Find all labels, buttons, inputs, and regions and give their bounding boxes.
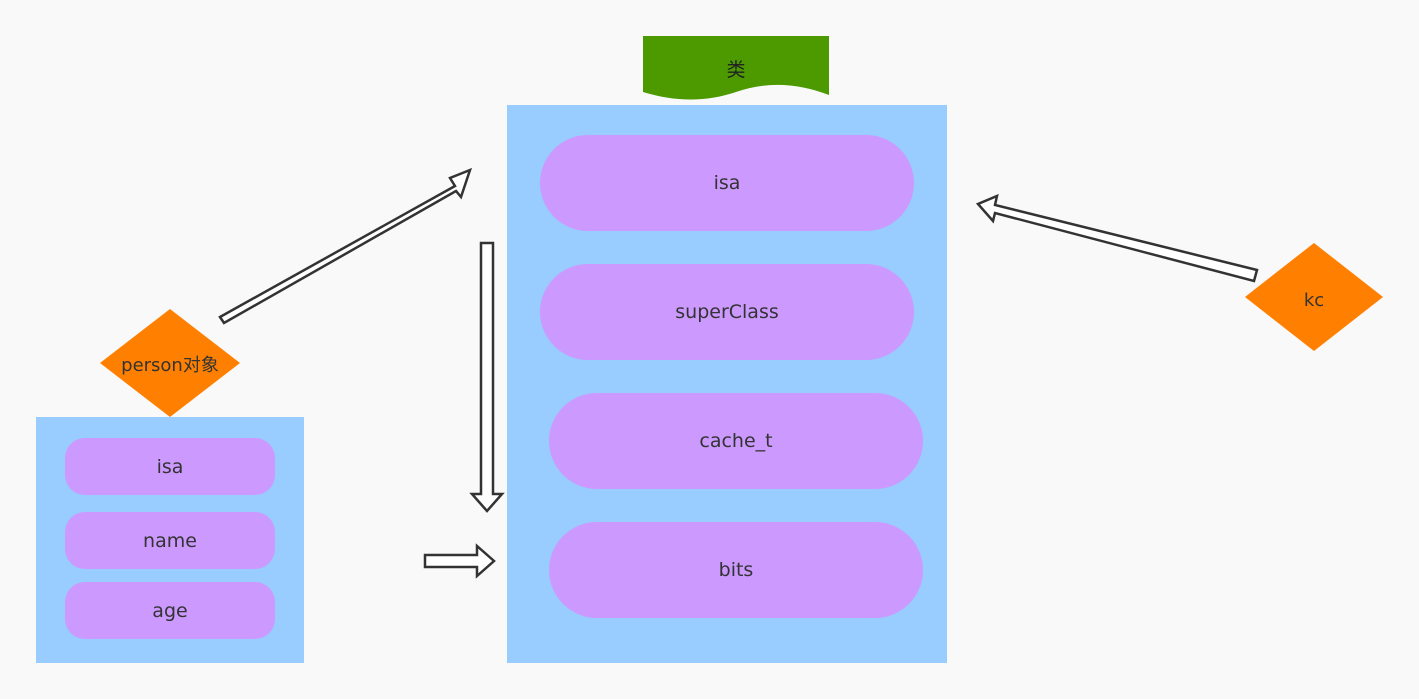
arrow-right — [423, 543, 496, 579]
class-field-bits: bits — [549, 522, 923, 618]
class-field-cache: cache_t — [549, 393, 923, 489]
arrow-person-to-class — [218, 167, 473, 325]
object-field-age: age — [65, 582, 275, 639]
kc-diamond-shape — [1245, 243, 1383, 351]
person-diamond-shape — [100, 309, 240, 417]
arrow-down — [469, 241, 505, 513]
class-field-isa: isa — [540, 135, 914, 231]
class-banner-label: 类 — [726, 58, 746, 81]
arrow-kc-to-class — [975, 193, 1259, 283]
object-field-name: name — [65, 512, 275, 569]
kc-diamond-label: kc — [1303, 289, 1325, 311]
person-diamond-label: person对象 — [121, 355, 219, 376]
object-field-isa: isa — [65, 438, 275, 495]
class-field-superclass: superClass — [540, 264, 914, 360]
class-banner-shape — [643, 36, 829, 100]
